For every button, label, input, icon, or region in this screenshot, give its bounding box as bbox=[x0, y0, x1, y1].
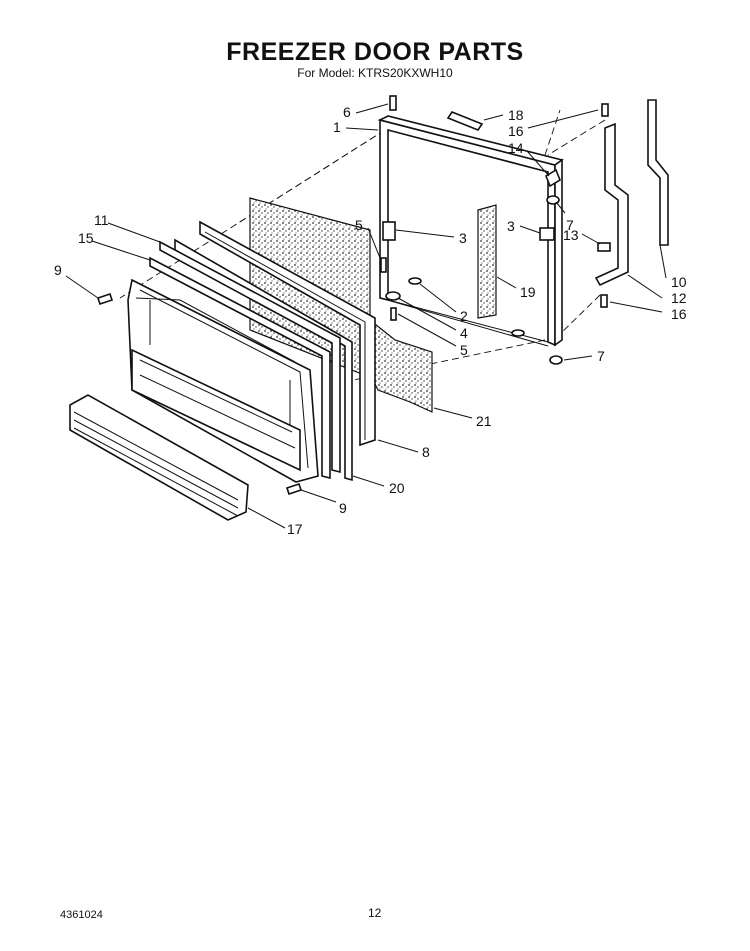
callout-18: 18 bbox=[508, 107, 524, 123]
door-seal bbox=[149, 240, 341, 480]
callout-6: 6 bbox=[343, 104, 351, 120]
hinge-assembly bbox=[382, 99, 669, 287]
door-panel bbox=[199, 220, 376, 447]
callout-5a: 5 bbox=[355, 217, 363, 233]
callout-5b: 5 bbox=[460, 342, 468, 358]
callout-1: 1 bbox=[333, 119, 341, 135]
callout-2: 2 bbox=[460, 308, 468, 324]
callout-17: 17 bbox=[287, 521, 303, 537]
callout-8: 8 bbox=[422, 444, 430, 460]
page-title: FREEZER DOOR PARTS bbox=[226, 38, 524, 66]
callout-20: 20 bbox=[389, 480, 405, 496]
page-number: 12 bbox=[368, 906, 382, 920]
callout-13: 13 bbox=[563, 227, 579, 243]
callout-21: 21 bbox=[476, 413, 492, 429]
callout-14: 14 bbox=[508, 140, 524, 156]
callout-11: 11 bbox=[94, 212, 109, 228]
callout-10: 10 bbox=[671, 274, 687, 290]
callout-9a: 9 bbox=[54, 262, 62, 278]
callout-3a: 3 bbox=[459, 230, 467, 246]
callout-4: 4 bbox=[460, 325, 468, 341]
callout-labels: 1 2 3 3 4 5 5 6 7 7 8 9 9 10 11 12 13 14… bbox=[54, 104, 687, 537]
callout-3b: 3 bbox=[507, 218, 515, 234]
shelf-bar bbox=[69, 394, 249, 521]
callout-7b: 7 bbox=[597, 348, 605, 364]
door-liner bbox=[127, 278, 319, 483]
model-subtitle: For Model: KTRS20KXWH10 bbox=[297, 66, 453, 80]
callout-12: 12 bbox=[671, 290, 687, 306]
callout-16b: 16 bbox=[671, 306, 687, 322]
callout-9b: 9 bbox=[339, 500, 347, 516]
insulation-strip bbox=[477, 204, 497, 319]
callout-16a: 16 bbox=[508, 123, 524, 139]
leader-lines bbox=[65, 103, 667, 529]
callout-7a: 7 bbox=[566, 217, 574, 233]
callout-19: 19 bbox=[520, 284, 536, 300]
callout-15: 15 bbox=[78, 230, 94, 246]
document-number: 4361024 bbox=[60, 909, 103, 921]
fasteners bbox=[96, 95, 609, 496]
